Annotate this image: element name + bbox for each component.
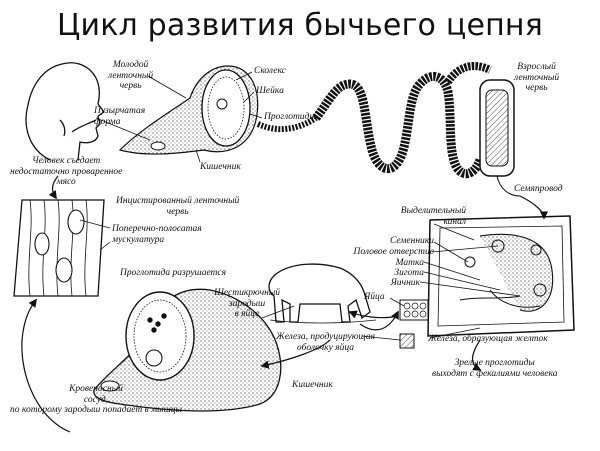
label-ovary: Яичник (390, 278, 420, 288)
label-yolk-gland: Железа, образующая желток (428, 334, 548, 344)
label-encysted-worm-line-2: червь (166, 206, 189, 217)
human-head-illustration (25, 62, 105, 161)
label-blood-vessel-line-1: Кровеносный (69, 384, 123, 394)
label-blood-vessel-line-3: по которому зародыш попадает в мышцы (10, 405, 182, 415)
label-proglottids: Проглотиды (264, 112, 316, 122)
label-hexacanth-embryo-line-1: Шестикрючный (214, 288, 281, 298)
lifecycle-arrows (21, 175, 549, 433)
label-young-worm: Молодой ленточный червь (108, 60, 153, 92)
label-young-worm-line-2: ленточный (108, 70, 154, 81)
label-mature-proglottids: Зрелые проглотиды выходят с фекалиями че… (432, 358, 557, 379)
label-bladder-form: Пузырчатая форма (94, 106, 145, 127)
label-shell-gland-line-2: оболочку яйца (297, 342, 354, 353)
label-human-eats: Человек съедает недостаточно проваренное… (10, 156, 122, 188)
label-eggs: Яйца (364, 292, 385, 302)
worm-chain-illustration (256, 62, 521, 197)
cow-illustration (268, 263, 377, 324)
label-hexacanth-embryo: Шестикрючный зародыш в яйце (214, 288, 280, 320)
label-adult-worm-line-1: Взрослый (517, 62, 556, 72)
label-mature-proglottids-line-1: Зрелые проглотиды (454, 358, 535, 368)
label-human-eats-line-3: мясо (56, 177, 76, 187)
label-intestine-bottom: Кишечник (292, 380, 333, 390)
label-excretory-canal-line-1: Выделительный (400, 206, 466, 216)
label-uterus: Матка (395, 258, 424, 268)
label-neck: Шейка (256, 86, 284, 96)
label-human-eats-line-2: недостаточно проваренное (10, 166, 123, 177)
label-mature-proglottids-line-2: выходят с фекалиями человека (432, 368, 558, 379)
young-worm-illustration (118, 65, 259, 155)
label-excretory-canal: Выделительный канал (368, 206, 466, 227)
label-shell-gland-line-1: Железа, продуцирующая (276, 332, 375, 342)
label-seminal-duct: Семяпровод (514, 184, 563, 194)
label-encysted-worm-line-1: Инцистированный ленточный (116, 196, 240, 206)
label-intestine-top: Кишечник (200, 162, 241, 172)
label-leader-lines (79, 71, 521, 341)
mature-proglottid-illustration (427, 215, 575, 337)
label-testes: Семенники (389, 236, 434, 246)
label-striated-muscle: Поперечно-полосатая мускулатура (112, 224, 202, 245)
label-hexacanth-embryo-line-2: зародыш (228, 298, 266, 309)
muscle-tissue-illustration (13, 199, 105, 297)
label-bladder-form-line-2: форма (94, 116, 121, 127)
label-striated-muscle-line-1: Поперечно-полосатая (112, 224, 202, 234)
label-encysted-worm: Инцистированный ленточный червь (116, 196, 239, 217)
label-adult-worm-line-3: червь (525, 83, 548, 93)
label-excretory-canal-line-2: канал (443, 216, 466, 227)
label-adult-worm: Взрослый ленточный червь (514, 62, 559, 94)
label-shell-gland: Железа, продуцирующая оболочку яйца (276, 332, 375, 353)
label-scolex: Сколекс (254, 66, 286, 76)
label-genital-opening: Половое отверстие (353, 247, 434, 257)
label-young-worm-line-3: червь (119, 81, 142, 91)
diagram-title: Цикл развития бычьего цепня (57, 8, 543, 43)
label-striated-muscle-line-2: мускулатура (112, 234, 165, 245)
label-zygote: Зигота (394, 268, 424, 278)
label-blood-vessel-line-2: сосуд, (83, 394, 109, 405)
label-adult-worm-line-2: ленточный (514, 72, 560, 83)
label-human-eats-line-1: Человек съедает (32, 156, 101, 166)
embryo-in-intestine-illustration (93, 288, 282, 412)
label-bladder-form-line-1: Пузырчатая (94, 106, 146, 116)
label-young-worm-line-1: Молодой (112, 60, 149, 70)
label-hexacanth-embryo-line-3: в яйце (234, 309, 260, 319)
label-proglottid-destroyed: Проглотида разрушается (120, 268, 227, 278)
eggs-illustration (399, 299, 429, 349)
label-blood-vessel: Кровеносный сосуд, по которому зародыш п… (10, 384, 182, 416)
